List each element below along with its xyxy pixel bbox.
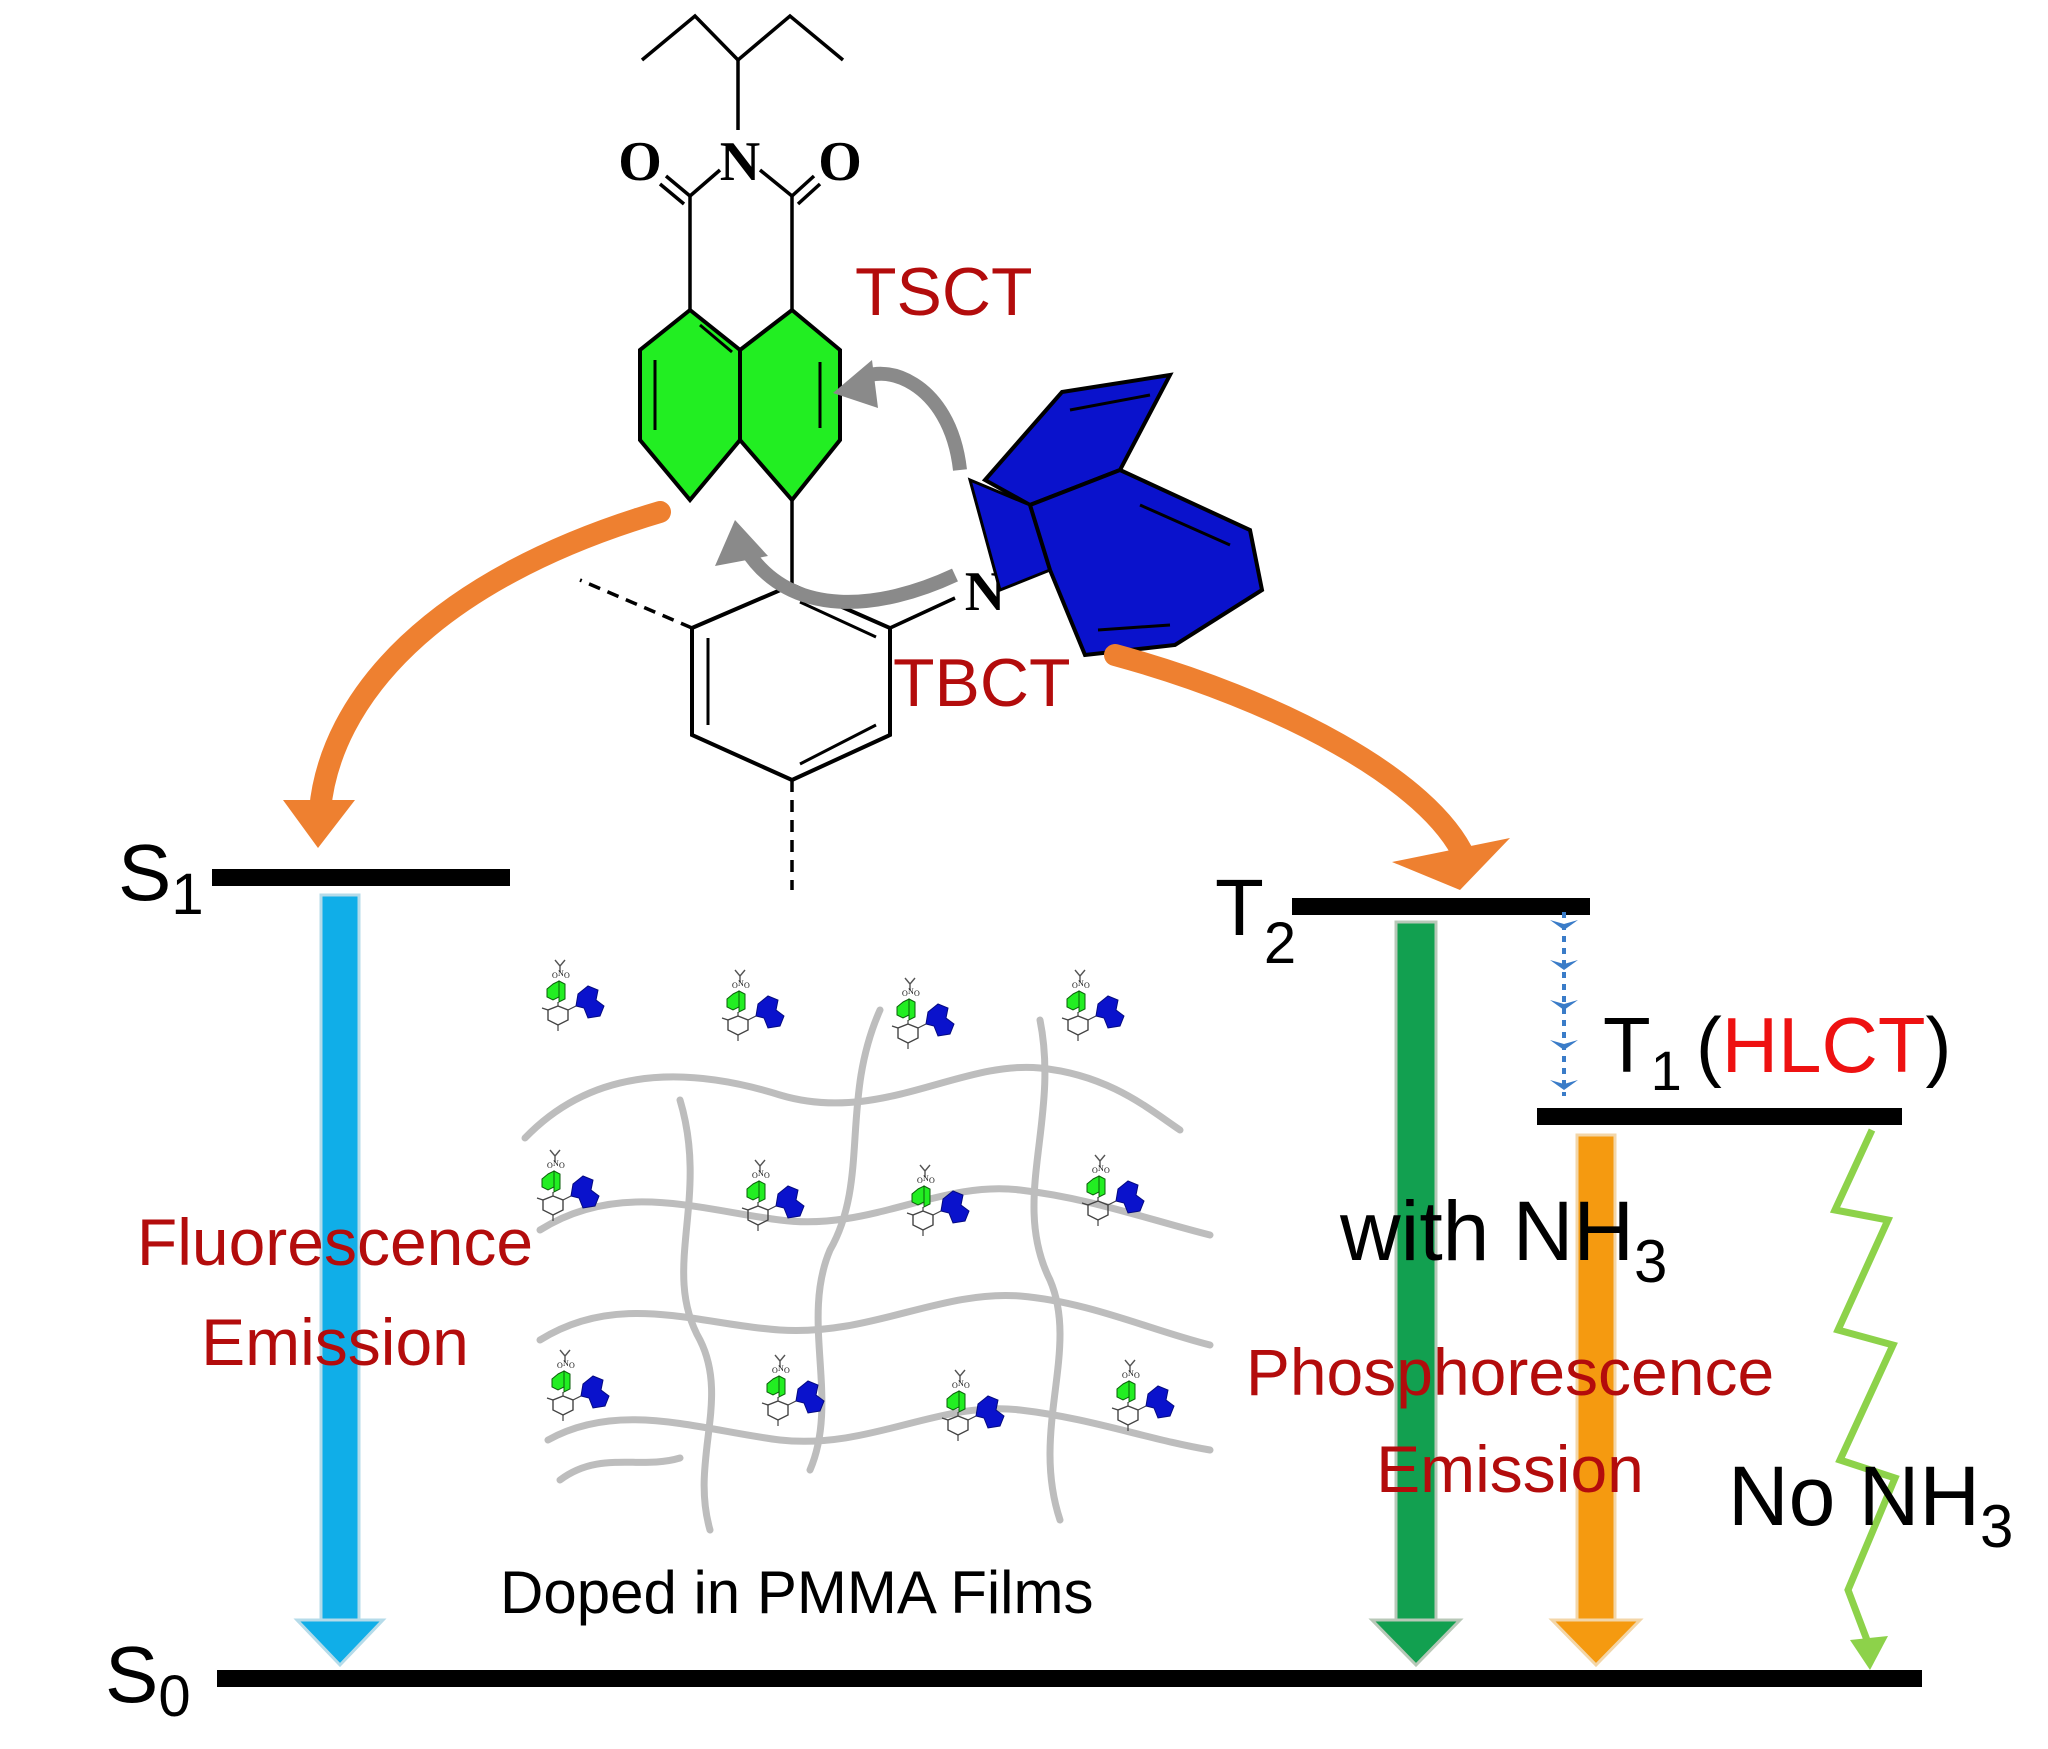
s1-population-arrowhead	[283, 800, 355, 848]
fluorescence-label-line1: Fluorescence	[137, 1205, 533, 1279]
with-nh3-label: with NH3	[1339, 1184, 1667, 1295]
film-caption: Doped in PMMA Films	[500, 1559, 1094, 1626]
s1-level-line	[212, 869, 510, 886]
phosphorescence-orange-arrow	[1548, 1133, 1644, 1668]
charge-transfer-arrows	[715, 360, 967, 609]
phenyl-ring	[690, 582, 892, 783]
carbonyl-oxygen-left: O	[618, 131, 662, 193]
fluorescence-arrow	[293, 893, 387, 1668]
s1-label: S1	[118, 828, 204, 927]
no-nh3-label: No NH3	[1728, 1449, 2013, 1560]
tbct-label: TBCT	[893, 645, 1071, 721]
internal-conversion-cascade	[1550, 912, 1578, 1096]
s0-label: S0	[105, 1630, 191, 1729]
naphthalene-ring-right	[738, 307, 842, 504]
s0-level-line	[217, 1670, 1922, 1687]
t2-label: T2	[1215, 863, 1296, 976]
t2-population-arrowhead	[1392, 838, 1510, 890]
fluorescence-label-line2: Emission	[201, 1305, 469, 1379]
molecule-structure: N O O N TSCT TBCT	[579, 13, 1265, 890]
polymer-chains	[521, 1006, 1214, 1534]
pmma-film-illustration: Doped in PMMA Films	[500, 959, 1214, 1626]
energy-levels	[212, 869, 1922, 1687]
t1-hlct-label: T1(HLCT)	[1603, 1001, 1951, 1102]
alkyl-chain	[640, 13, 845, 63]
emission-labels: Fluorescence Emission with NH3 Phosphore…	[137, 1184, 2014, 1560]
phosphorescence-label-line2: Emission	[1376, 1432, 1644, 1506]
imide-nitrogen-atom: N	[720, 131, 760, 193]
phosphorescence-green-arrow	[1368, 920, 1464, 1668]
carbonyl-oxygen-right: O	[818, 131, 862, 193]
intersystem-transfer-arrows	[283, 501, 1510, 890]
phosphorescence-label-line1: Phosphorescence	[1246, 1335, 1774, 1409]
level-labels: S1 S0 T2 T1(HLCT)	[105, 828, 1951, 1729]
nonradiative-decay-zigzag	[1829, 1128, 1900, 1670]
t1-level-line	[1537, 1108, 1902, 1125]
t2-level-line	[1292, 898, 1590, 915]
tsct-label: TSCT	[855, 254, 1033, 330]
